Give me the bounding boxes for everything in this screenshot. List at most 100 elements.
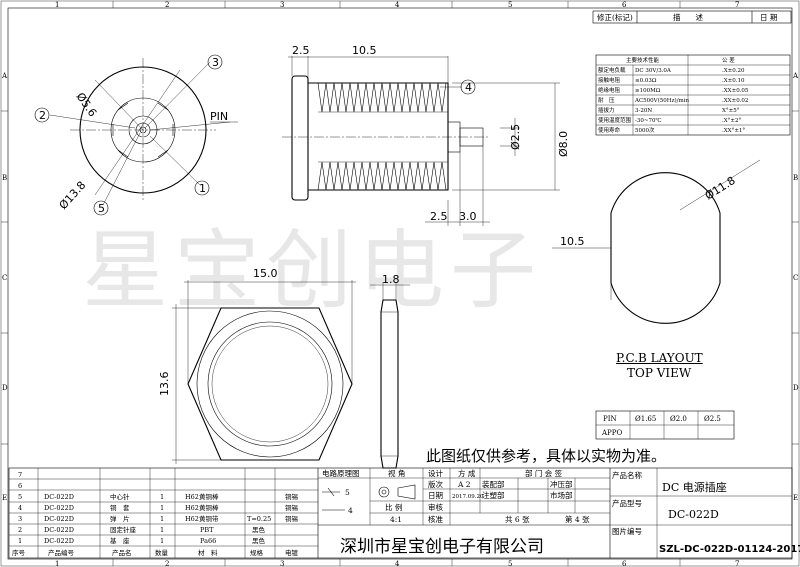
spec-tol: .X°±2°: [722, 118, 742, 124]
pin-head: PIN: [603, 415, 617, 423]
bom-header: 电镀: [285, 548, 299, 557]
bom-spec: 黑色: [252, 536, 266, 545]
product-name-label: 产品名称: [612, 470, 642, 480]
design-name: 方 成: [458, 468, 476, 478]
spec-label: 绝缘电阻: [598, 86, 621, 94]
dim-2.5-top: 2.5: [292, 44, 310, 57]
inner-border: [7, 7, 793, 560]
bom-name: 固定针座: [110, 525, 137, 534]
dim-2.5-bottom: 2.5: [430, 210, 448, 223]
date-label: 日期: [428, 491, 443, 500]
reference-note: 此图纸仅供参考，具体以实物为准。: [426, 447, 667, 465]
version-label: 版次: [428, 479, 443, 489]
company-name: 深圳市星宝创电子有限公司: [340, 537, 544, 557]
drawing-number: SZL-DC-022D-01124-2017: [659, 544, 800, 555]
pcb-layout-hole: [552, 159, 761, 324]
spec-tol: .XX°±1°: [722, 128, 745, 134]
dim-d11.8: Ø11.8: [703, 174, 738, 203]
version-value: A 2: [457, 480, 471, 489]
spec-tol: .X±0.10: [722, 78, 745, 84]
circuit-callout-5: 5: [345, 488, 350, 497]
bom-qty: 1: [160, 537, 164, 545]
row-label: C: [2, 274, 7, 282]
bom-plat: 铜锡: [285, 492, 299, 501]
date-value: 2017.09.20: [452, 494, 484, 500]
spec-table-text: 主要技术性能 公 差 额定电负载 DC 30V/3.0A .X±0.20 接触电…: [598, 56, 749, 134]
col-label: 4: [395, 560, 400, 567]
dim-15.0: 15.0: [253, 267, 278, 280]
spec-label: 耐 压: [598, 96, 615, 104]
design-label: 设计: [428, 468, 443, 478]
spec-value: -30~70℃: [635, 117, 662, 124]
col-label: 2: [165, 1, 169, 9]
spec-label: 额定电负载: [598, 66, 626, 74]
col-label: 6: [622, 560, 627, 567]
pin-table: [595, 410, 735, 440]
bom-code: DC-022D: [44, 515, 74, 523]
revision-mark-label: 修正(标记): [597, 12, 633, 22]
pcb-layout-title: P.C.B LAYOUT: [616, 351, 703, 365]
bom-qty: 1: [160, 515, 164, 523]
bom-no: 6: [18, 482, 22, 490]
col-label: 3: [280, 1, 284, 9]
bom-mat: H62黄铜棒: [185, 503, 219, 512]
circuit-label: 电路原理图: [322, 468, 360, 478]
col-label: 5: [508, 560, 512, 567]
bom-no: 3: [18, 515, 22, 523]
bom-table: 7 6 5 DC-022D 中心针 1 H62黄铜棒 铜锡 4 DC-022D …: [12, 471, 299, 557]
spec-value: ≤0.03Ω: [635, 78, 657, 84]
col-label: 2: [165, 560, 169, 567]
spec-value: ≥100MΩ: [635, 88, 661, 94]
spec-label: 接触电阻: [598, 76, 621, 84]
revision-date-label: 日 期: [760, 13, 777, 22]
col-label: 4: [395, 1, 400, 9]
dim-3.0: 3.0: [459, 210, 477, 223]
pin-d165: Ø1.65: [635, 415, 656, 423]
product-name: DC 电源插座: [662, 480, 727, 494]
title-block-text: 电路原理图 视 角 设计 方 成 部 门 会 签 版次 A 2 装配部 冲压部 …: [322, 468, 642, 536]
bom-code: DC-022D: [44, 493, 74, 501]
row-label: C: [793, 274, 798, 282]
circuit-callout-4: 4: [348, 506, 353, 515]
row-label: B: [793, 174, 798, 182]
bom-mat: PBT: [200, 526, 214, 534]
bom-header: 产品编号: [48, 548, 75, 557]
bom-no: 1: [18, 537, 22, 545]
bom-spec: T=0.25: [247, 515, 271, 523]
bom-no: 2: [18, 526, 22, 534]
market-label: 市场部: [550, 490, 573, 500]
total-sheets: 共 6 张: [505, 515, 530, 524]
balloon-4: 4: [465, 81, 472, 94]
spec-value: AC500V(50Hz)/min: [634, 97, 689, 104]
bom-mat: H62黄铜棒: [185, 492, 219, 501]
injection-label: 注塑部: [482, 490, 505, 500]
stamping-label: 冲压部: [550, 479, 573, 489]
col-label: 1: [55, 560, 59, 567]
spec-tol-title: 公 差: [722, 56, 735, 64]
row-label: A: [792, 72, 799, 80]
title-block-grid: [8, 467, 793, 559]
spec-label: 插拔力: [598, 106, 615, 114]
col-label: 1: [55, 1, 59, 9]
row-label: D: [793, 384, 799, 392]
nut-front-view: [172, 280, 356, 464]
row-label: D: [2, 384, 8, 392]
scale-value: 4:1: [390, 515, 402, 524]
bom-plat: 铜锡: [285, 514, 299, 523]
col-label: 3: [280, 560, 284, 567]
spec-label: 使用温度范围: [598, 116, 632, 124]
balloon-3: 3: [212, 56, 219, 69]
product-type: DC-022D: [668, 508, 719, 521]
row-label: B: [2, 174, 7, 182]
assembly-label: 装配部: [482, 479, 505, 489]
spec-table: [595, 54, 791, 136]
drawing-no-label: 图片编号: [612, 526, 642, 536]
spec-value: DC 30V/3.0A: [635, 68, 672, 74]
bom-header: 序号: [12, 548, 26, 557]
dim-d2.5: Ø2.5: [509, 124, 522, 150]
bom-code: DC-022D: [44, 526, 74, 534]
balloons: [34, 54, 476, 216]
